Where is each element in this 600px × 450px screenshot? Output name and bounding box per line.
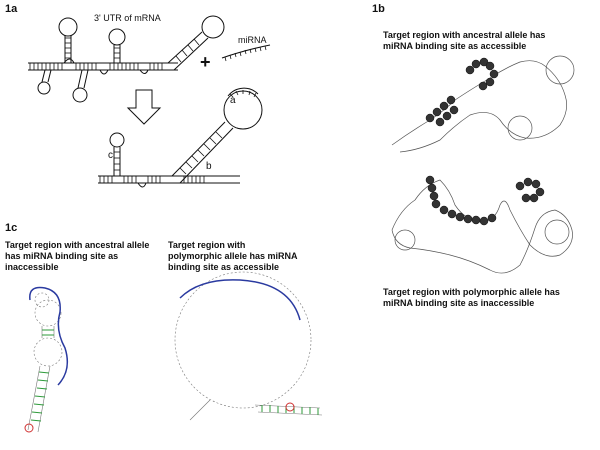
caption-ancestral-inaccessible: Target region with ancestral allele has … xyxy=(5,240,150,272)
site-label-a: a xyxy=(230,95,236,106)
fold-left-inaccessible xyxy=(27,292,63,433)
mrna-utr-structure xyxy=(28,15,225,103)
utr-label: 3' UTR of mRNA xyxy=(94,13,161,23)
site-label-c: c xyxy=(108,150,113,161)
panel-label-1a: 1a xyxy=(5,3,18,15)
fold-polymorphic-inaccessible xyxy=(391,179,573,274)
mrna-mirna-complex xyxy=(98,87,263,188)
fold-right-accessible xyxy=(174,271,323,421)
mirna-strand xyxy=(221,44,271,62)
accessibility-arc-right xyxy=(179,279,301,321)
down-arrow-icon xyxy=(126,89,162,125)
panel-label-1c: 1c xyxy=(5,222,18,234)
panel-label-1b: 1b xyxy=(372,3,385,15)
site-label-b: b xyxy=(206,161,212,172)
caption-ancestral-accessible: Target region with ancestral allele has … xyxy=(383,30,546,51)
caption-polymorphic-inaccessible: Target region with polymorphic allele ha… xyxy=(383,287,560,308)
mirna-label: miRNA xyxy=(238,35,267,45)
highlighted-binding-site-bottom xyxy=(425,175,545,226)
snp-marker-right xyxy=(285,402,295,412)
plus-sign: + xyxy=(200,52,211,72)
highlighted-binding-site-top xyxy=(425,57,499,127)
fold-ancestral-accessible xyxy=(391,55,575,153)
caption-polymorphic-accessible: Target region with polymorphic allele ha… xyxy=(168,240,298,272)
accessibility-arc-left xyxy=(29,286,69,386)
base-pair-bonds-left xyxy=(30,329,54,422)
snp-marker-left xyxy=(24,423,34,433)
